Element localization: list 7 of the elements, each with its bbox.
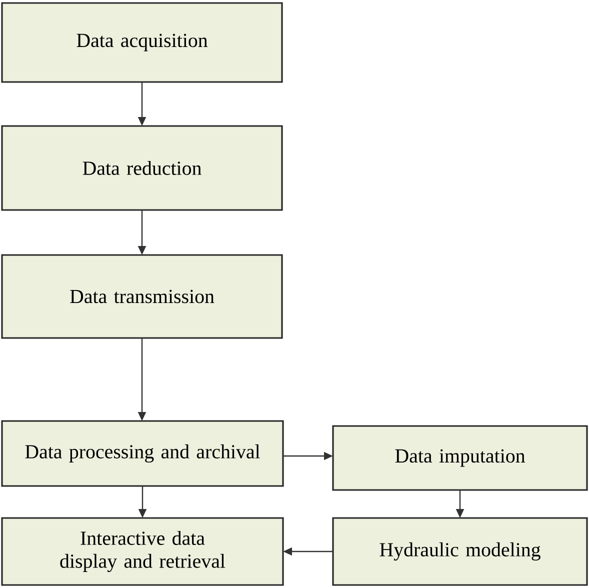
process-box: Data reduction bbox=[1, 125, 283, 211]
process-box: Data processing and archival bbox=[1, 420, 284, 487]
process-box: Data transmission bbox=[1, 254, 283, 339]
process-box: Data imputation bbox=[332, 425, 588, 491]
process-box: Data acquisition bbox=[1, 2, 283, 83]
process-box: Hydraulic modeling bbox=[332, 517, 588, 586]
process-box: Interactive data display and retrieval bbox=[1, 517, 284, 586]
